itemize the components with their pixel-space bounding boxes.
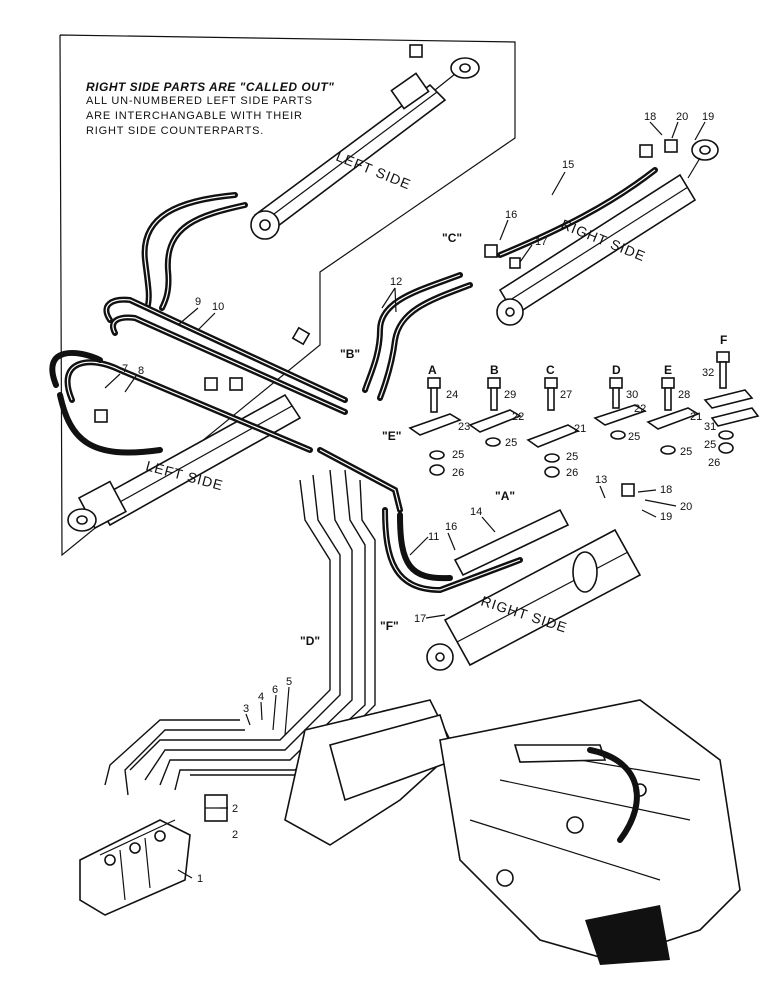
hardware-set-a: [408, 377, 462, 476]
hw-b-bolt: 29: [504, 389, 516, 401]
callout-d: "D": [300, 634, 320, 648]
loader-assembly: [284, 699, 741, 965]
leader-lines: [104, 121, 706, 879]
part-3: 3: [243, 703, 249, 715]
part-20-a: 20: [676, 111, 688, 123]
hw-a-washer: 25: [452, 449, 464, 461]
hw-d-letter: D: [612, 363, 621, 377]
hw-c-nut: 26: [566, 467, 578, 479]
hw-e-plate: 21: [690, 411, 702, 423]
part-6: 6: [272, 684, 278, 696]
hw-f-nut: 26: [708, 457, 720, 469]
right-top-cylinder: [496, 139, 719, 326]
part-8: 8: [138, 365, 144, 377]
hardware-set-e: [646, 377, 700, 455]
part-11: 11: [428, 531, 439, 543]
hw-b-letter: B: [490, 363, 499, 377]
hw-f-plate: 31: [704, 421, 716, 433]
hardware-set-b: [468, 377, 522, 447]
callout-b: "B": [340, 347, 360, 361]
part-2-b: 2: [232, 829, 238, 841]
hw-d-bolt: 30: [626, 389, 638, 401]
steel-tubes: [104, 469, 376, 796]
part-9: 9: [195, 296, 201, 308]
part-16-a: 16: [505, 209, 517, 221]
hardware-set-d: [593, 377, 647, 440]
callout-f: "F": [380, 619, 399, 633]
callout-c: "C": [442, 231, 462, 245]
control-valve: [79, 794, 228, 916]
note-line-3: ARE INTERCHANGABLE WITH THEIR: [86, 110, 303, 122]
part-19-a: 19: [702, 111, 714, 123]
part-18-b: 18: [660, 484, 672, 496]
hw-c-bolt: 27: [560, 389, 572, 401]
part-4: 4: [258, 691, 264, 703]
left-top-cylinder: [250, 57, 480, 240]
hw-b-plate: 22: [512, 411, 524, 423]
hw-a-plate: 23: [458, 421, 470, 433]
part-13: 13: [595, 474, 607, 486]
callout-e: "E": [382, 429, 401, 443]
part-17-a: 17: [535, 236, 547, 248]
part-14: 14: [470, 506, 482, 518]
hardware-set-f: [703, 351, 760, 454]
note-line-4: RIGHT SIDE COUNTERPARTS.: [86, 125, 265, 137]
part-18-a: 18: [644, 111, 656, 123]
note-line-1: RIGHT SIDE PARTS ARE "CALLED OUT": [86, 80, 335, 94]
hw-c-letter: C: [546, 363, 555, 377]
left-bottom-cylinder: [67, 393, 302, 532]
part-15: 15: [562, 159, 574, 171]
right-bottom-cylinder: [426, 508, 642, 671]
part-20-b: 20: [680, 501, 692, 513]
parts-note: RIGHT SIDE PARTS ARE "CALLED OUT" ALL UN…: [86, 80, 334, 139]
part-10: 10: [212, 301, 224, 313]
hw-b-washer: 25: [505, 437, 517, 449]
hydraulic-hoses: [49, 167, 658, 594]
hw-d-washer: 25: [628, 431, 640, 443]
part-12: 12: [390, 276, 402, 288]
part-7: 7: [122, 363, 128, 375]
part-17-b: 17: [414, 613, 426, 625]
hw-a-letter: A: [428, 363, 437, 377]
callout-a: "A": [495, 489, 515, 503]
note-line-2: ALL UN-NUMBERED LEFT SIDE PARTS: [86, 95, 313, 107]
hw-e-washer: 25: [680, 446, 692, 458]
hw-f-letter: F: [720, 333, 727, 347]
part-1: 1: [197, 873, 203, 885]
hardware-set-c: [526, 377, 580, 478]
left-side-inset-panel: [59, 34, 516, 557]
part-5: 5: [286, 676, 292, 688]
hw-a-bolt: 24: [446, 389, 458, 401]
part-19-b: 19: [660, 511, 672, 523]
part-16-b: 16: [445, 521, 457, 533]
hw-d-plate: 22: [634, 403, 646, 415]
hw-f-bolt: 32: [702, 367, 714, 379]
hw-c-washer: 25: [566, 451, 578, 463]
hw-e-bolt: 28: [678, 389, 690, 401]
hw-a-nut: 26: [452, 467, 464, 479]
fittings: [94, 44, 678, 497]
hw-f-washer: 25: [704, 439, 716, 451]
hw-e-letter: E: [664, 363, 672, 377]
hw-c-plate: 21: [574, 423, 586, 435]
part-2-a: 2: [232, 803, 238, 815]
